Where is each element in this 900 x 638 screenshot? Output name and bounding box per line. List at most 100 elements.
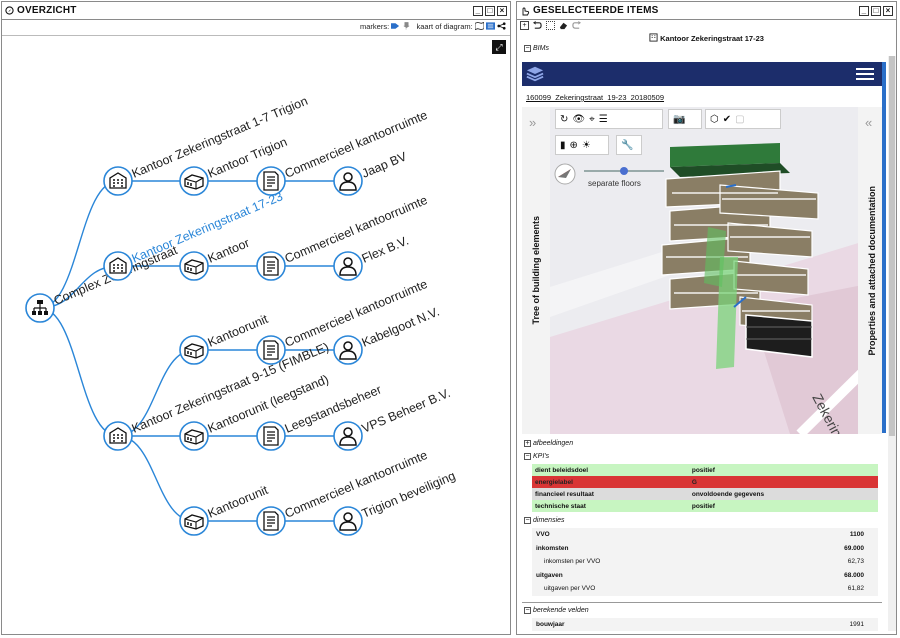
node-circle[interactable] xyxy=(103,421,133,451)
bim-model-link[interactable]: 160099_Zekeringstraat_19-23_20180509 xyxy=(526,93,665,102)
floors-slider-thumb[interactable] xyxy=(620,167,628,175)
map-icon[interactable] xyxy=(474,22,484,30)
afbeeldingen-section-header[interactable]: + afbeeldingen xyxy=(517,438,889,448)
node-circle[interactable] xyxy=(256,335,286,365)
expand-icon[interactable]: + xyxy=(524,439,531,447)
berekende-section-header[interactable]: − berekende velden xyxy=(517,606,889,616)
overview-title: OVERZICHT xyxy=(17,5,77,16)
scrollbar-thumb[interactable] xyxy=(889,56,895,436)
compass-rose-icon[interactable] xyxy=(554,163,576,185)
expand-left-icon[interactable]: « xyxy=(865,115,873,130)
properties-sidebar[interactable]: « Properties and attached documentation xyxy=(858,107,882,434)
node-label[interactable]: Kantoor xyxy=(206,236,252,266)
person-icon xyxy=(339,257,357,276)
selected-item-header: Kantoor Zekeringstraat 17-23 xyxy=(517,33,896,44)
node-circle[interactable] xyxy=(103,166,133,196)
share-icon[interactable] xyxy=(497,22,506,30)
hand-pointer-icon xyxy=(522,7,530,15)
camera-icon[interactable]: 📷 xyxy=(673,113,686,125)
tag-icon[interactable] xyxy=(391,22,400,30)
maximize-button[interactable]: □ xyxy=(485,5,495,16)
globe-icon[interactable]: ⊕ xyxy=(569,139,578,151)
expand-all-icon[interactable]: + xyxy=(520,21,529,30)
object-controls[interactable]: ⬡ ✔ ▢ xyxy=(705,109,781,129)
node-circle[interactable] xyxy=(256,506,286,536)
3d-viewport[interactable]: Zekering » Tree of building elements « P… xyxy=(522,107,882,434)
unit-icon xyxy=(184,514,204,530)
bim-viewer[interactable]: 160099_Zekeringstraat_19-23_20180509 xyxy=(522,62,886,434)
dim-value: 1100 xyxy=(849,531,864,539)
person-icon xyxy=(339,172,357,191)
kpis-section-header[interactable]: − KPI's xyxy=(517,451,889,461)
selected-item-title: Kantoor Zekeringstraat 17-23 xyxy=(660,34,764,43)
node-label[interactable]: Flex B.V. xyxy=(360,234,411,266)
node-circle[interactable] xyxy=(256,251,286,281)
maximize-button[interactable]: □ xyxy=(871,5,881,16)
building-icon xyxy=(109,257,127,274)
undo-icon[interactable] xyxy=(533,21,542,30)
node-circle[interactable] xyxy=(256,166,286,196)
check-badge-icon[interactable]: ✔ xyxy=(722,113,732,125)
pin-icon[interactable] xyxy=(402,22,411,30)
node-circle[interactable] xyxy=(256,421,286,451)
expand-right-icon[interactable]: » xyxy=(529,115,537,130)
select-icon[interactable] xyxy=(546,21,555,30)
crosshair-icon[interactable]: ⌖ xyxy=(589,113,595,125)
visibility-icon[interactable]: 👁 xyxy=(572,113,586,125)
eraser-icon[interactable] xyxy=(559,21,568,30)
reset-view-icon[interactable]: ↻ xyxy=(560,113,569,125)
kpi-label: dient beleidsdoel xyxy=(532,464,689,476)
compass-icon xyxy=(5,6,14,15)
collapse-icon[interactable]: − xyxy=(524,516,531,524)
mode-controls[interactable]: ▮ ⊕ ☀ xyxy=(555,135,609,155)
building-3d-render[interactable]: Zekering xyxy=(550,107,878,434)
collapse-icon[interactable]: − xyxy=(524,45,531,52)
node-label[interactable]: Jaap BV xyxy=(360,149,410,181)
wrench-icon[interactable]: 🔧 xyxy=(621,139,634,151)
slider-label: separate floors xyxy=(588,179,641,188)
contract-icon xyxy=(263,511,279,531)
box-icon[interactable]: ▢ xyxy=(735,113,745,125)
org-chart-icon xyxy=(32,300,48,315)
cube-icon[interactable]: ⬡ xyxy=(710,113,719,125)
diagram-node[interactable]: Kantoor xyxy=(179,236,252,281)
close-button[interactable]: × xyxy=(497,5,507,16)
dim-label: uitgaven per VVO xyxy=(544,585,596,593)
node-circle[interactable] xyxy=(103,251,133,281)
bims-section-header[interactable]: − BIMs xyxy=(517,44,896,53)
sun-icon[interactable]: ☀ xyxy=(581,139,591,151)
minimize-button[interactable]: _ xyxy=(473,5,483,16)
dim-value: 69.000 xyxy=(844,544,864,552)
scrollbar[interactable] xyxy=(888,56,896,631)
collapse-icon[interactable]: − xyxy=(524,607,531,614)
adjust-sliders-icon[interactable]: ☰ xyxy=(598,113,608,125)
diagram-node[interactable]: Kantoorunit xyxy=(179,312,271,365)
hamburger-menu-icon[interactable] xyxy=(856,68,874,80)
unit-icon xyxy=(184,259,204,275)
collapse-icon[interactable]: − xyxy=(524,452,531,460)
diagram-edge xyxy=(39,307,119,437)
diagram-icon[interactable] xyxy=(485,22,495,30)
dim-label: uitgaven xyxy=(536,571,563,579)
view-controls-group[interactable]: ↻ 👁 ⌖ ☰ xyxy=(555,109,663,129)
map-icon[interactable]: ▮ xyxy=(560,139,566,151)
kpi-value: onvoldoende gegevens xyxy=(688,488,878,500)
close-button[interactable]: × xyxy=(883,5,893,16)
minimize-button[interactable]: _ xyxy=(859,5,869,16)
dimensies-section-header[interactable]: − dimensies xyxy=(517,515,889,525)
tools-button[interactable]: 🔧 xyxy=(616,135,642,155)
redo-icon[interactable] xyxy=(572,21,581,30)
selected-toolbar: + xyxy=(517,20,896,32)
expand-button[interactable]: ⤢ xyxy=(492,40,506,54)
diagram-node[interactable]: Kantoorunit xyxy=(179,483,271,536)
building-tree-sidebar[interactable]: » Tree of building elements xyxy=(522,107,550,434)
camera-controls[interactable]: 📷 xyxy=(668,109,702,129)
